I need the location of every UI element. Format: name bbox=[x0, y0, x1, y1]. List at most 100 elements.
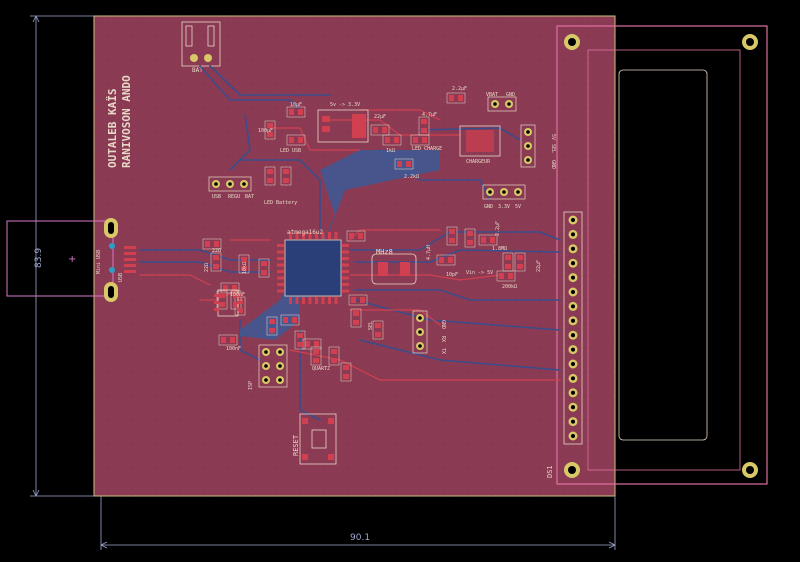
led-charge-label: LED CHARGE bbox=[412, 146, 442, 152]
lcd-header[interactable] bbox=[563, 211, 583, 445]
smd-pad bbox=[232, 285, 237, 291]
tht-drill bbox=[502, 190, 506, 194]
smd-outline bbox=[202, 238, 222, 250]
smd-outline bbox=[310, 346, 322, 366]
smd-outline bbox=[286, 106, 306, 118]
vbat-header-outline bbox=[487, 96, 517, 112]
smd-pad bbox=[458, 95, 463, 101]
smd-outline bbox=[372, 320, 384, 340]
tht-drill bbox=[570, 390, 576, 395]
lcd-display[interactable] bbox=[556, 25, 768, 485]
smd-pad bbox=[331, 358, 337, 363]
tht-drill bbox=[570, 246, 576, 251]
reset-button[interactable] bbox=[299, 413, 337, 465]
mcu-pad bbox=[328, 297, 331, 304]
usb-center-mark: + bbox=[68, 254, 76, 265]
regu-label: REGU bbox=[228, 194, 240, 200]
tht-drill bbox=[214, 182, 218, 186]
smd-pad bbox=[298, 137, 303, 143]
cap-2-2uf-label: 2.2µF bbox=[495, 221, 501, 236]
smd-outline bbox=[446, 226, 458, 246]
smd-outline bbox=[294, 330, 306, 350]
tht-drill bbox=[570, 289, 576, 295]
smd-pad bbox=[289, 109, 294, 115]
smd-pad bbox=[508, 273, 513, 279]
smd-pad bbox=[343, 365, 349, 370]
tht-drill bbox=[570, 261, 576, 266]
charger-ic[interactable] bbox=[459, 125, 501, 157]
tht-drill bbox=[570, 433, 576, 439]
smd-pad bbox=[375, 332, 381, 337]
usb-courtyard bbox=[6, 220, 114, 297]
l-47-label: 4.7µH bbox=[426, 245, 432, 260]
tht-drill bbox=[526, 144, 530, 148]
smd-pad bbox=[289, 137, 294, 143]
smd-pad bbox=[283, 169, 289, 174]
mcu-pad bbox=[334, 297, 338, 304]
smd-pad bbox=[421, 128, 427, 133]
smd-outline bbox=[230, 290, 242, 310]
regulator[interactable] bbox=[317, 109, 369, 143]
vbat-label: VBAT bbox=[486, 92, 498, 98]
mcu-pad bbox=[342, 250, 349, 254]
smd-pad bbox=[517, 264, 523, 269]
sel-label: SEL bbox=[550, 144, 556, 153]
mcu-pad bbox=[321, 297, 325, 304]
smd-pad bbox=[439, 257, 444, 263]
smd-pad bbox=[517, 255, 523, 260]
r-200k-label: 200kΩ bbox=[502, 284, 517, 290]
smd-pad bbox=[397, 161, 402, 167]
crystal[interactable] bbox=[371, 253, 417, 285]
tht-drill bbox=[418, 344, 422, 348]
mcu-chip[interactable] bbox=[277, 232, 349, 304]
smd-outline bbox=[382, 134, 402, 146]
cap-10uf-label: 10µF bbox=[290, 102, 302, 108]
headers[interactable] bbox=[208, 96, 536, 388]
smd-pad bbox=[373, 127, 378, 133]
charger-label: CHARGEUR bbox=[466, 159, 491, 165]
tht-drill bbox=[488, 190, 492, 194]
quartz-label: QUARTZ bbox=[312, 366, 330, 372]
smd-pad bbox=[449, 95, 454, 101]
smd-pad bbox=[223, 285, 228, 291]
smd-pad bbox=[214, 308, 219, 311]
dimension-width bbox=[100, 496, 616, 550]
v5-label: 5V bbox=[515, 204, 521, 210]
smd-pad bbox=[214, 301, 219, 304]
smd-pad bbox=[505, 255, 511, 260]
smd-components[interactable] bbox=[202, 92, 526, 382]
mcu-pad bbox=[342, 270, 349, 273]
smd-pad bbox=[305, 341, 310, 347]
smd-pad bbox=[219, 293, 225, 298]
usb-label: USB bbox=[212, 194, 221, 200]
smd-pad bbox=[205, 241, 210, 247]
tht-drill bbox=[570, 419, 576, 424]
tht-drill bbox=[570, 376, 576, 381]
mcu-pad bbox=[334, 232, 338, 239]
gnd2-label: GND bbox=[484, 204, 493, 210]
smd-pad bbox=[237, 308, 242, 311]
r-22b-label: 22Ω bbox=[204, 263, 210, 272]
mcu-pad bbox=[308, 297, 312, 304]
smd-outline bbox=[350, 308, 362, 328]
mcu-pad bbox=[342, 276, 349, 280]
usb-connector[interactable] bbox=[104, 218, 136, 302]
smd-pad bbox=[221, 337, 226, 343]
smd-outline bbox=[370, 124, 390, 136]
smd-pad bbox=[385, 137, 390, 143]
smd-pad bbox=[375, 323, 381, 328]
tht-drill bbox=[526, 158, 530, 162]
tht-drill bbox=[570, 318, 576, 323]
tx-label: TX bbox=[440, 348, 446, 354]
mcu-pad bbox=[289, 232, 292, 239]
mcu-pad bbox=[277, 263, 284, 267]
tht-drill bbox=[570, 405, 576, 410]
board-edge-cuts bbox=[93, 15, 616, 497]
smd-pad bbox=[481, 237, 486, 243]
smd-pad bbox=[297, 342, 303, 347]
mcu-pad bbox=[328, 232, 331, 239]
mcu-pad bbox=[315, 232, 318, 239]
tht-drill bbox=[570, 275, 576, 280]
smd-pad bbox=[283, 178, 289, 183]
